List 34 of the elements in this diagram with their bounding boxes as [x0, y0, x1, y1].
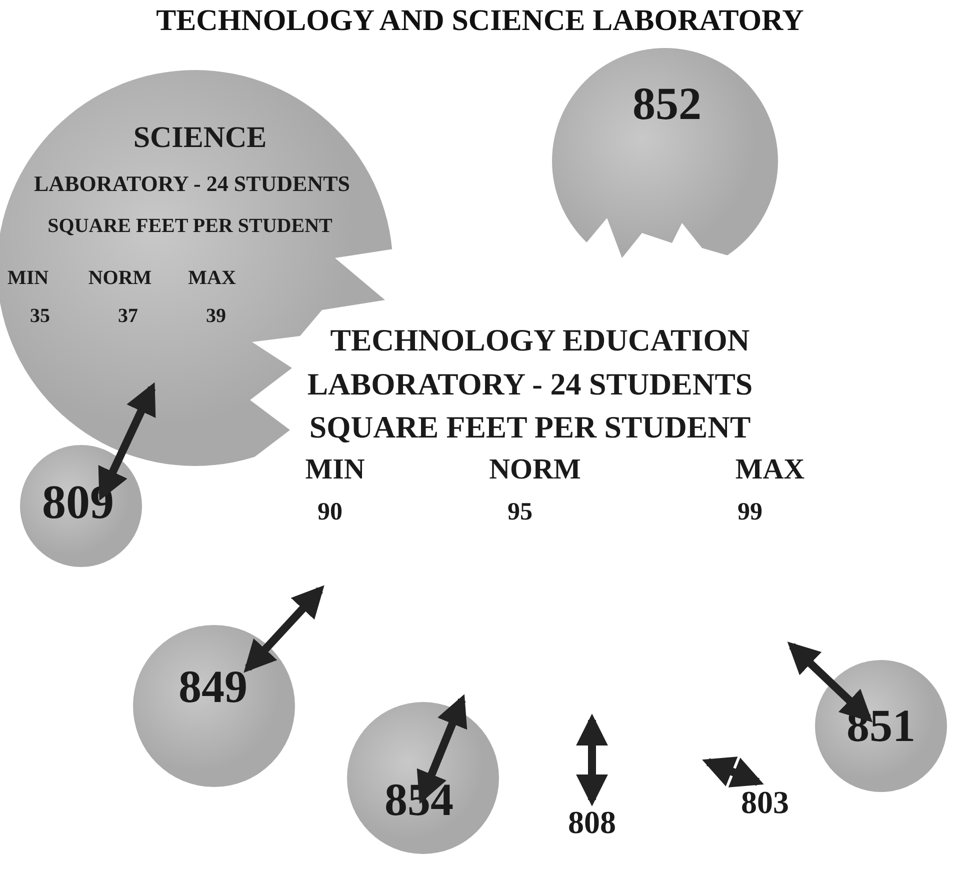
label-text: SQUARE FEET PER STUDENT: [309, 412, 751, 442]
label-text: 90: [318, 500, 342, 524]
label-text: MIN: [7, 268, 49, 288]
circle-region: [133, 625, 295, 787]
label-text: 809: [42, 479, 114, 527]
label-text: SQUARE FEET PER STUDENT: [48, 216, 332, 236]
circle-region: [347, 702, 499, 854]
label-text: 39: [206, 306, 226, 326]
label-text: 99: [738, 500, 762, 524]
label-text: MAX: [735, 456, 805, 484]
circle-region: [815, 660, 947, 792]
double-arrow: [416, 694, 468, 804]
label-text: 852: [632, 81, 702, 127]
double-arrow: [98, 382, 156, 501]
double-arrow: [702, 756, 764, 788]
title: TECHNOLOGY AND SCIENCE LABORATORY: [155, 4, 805, 38]
label-text: 849: [178, 664, 248, 710]
double-arrow: [576, 714, 608, 806]
label-text: 37: [118, 306, 138, 326]
label-text: 35: [30, 306, 50, 326]
label-text: MAX: [188, 268, 236, 288]
label-text: SCIENCE: [133, 123, 267, 153]
label-text: 808: [568, 806, 616, 838]
label-text: NORM: [88, 268, 152, 288]
double-arrow: [244, 585, 324, 673]
label-text: 803: [741, 786, 789, 818]
label-text: LABORATORY - 24 STUDENTS: [34, 173, 350, 195]
label-text: 95: [508, 500, 532, 524]
label-text: NORM: [489, 456, 581, 484]
label-text: MIN: [305, 456, 365, 484]
label-text: LABORATORY - 24 STUDENTS: [307, 368, 753, 400]
circle-region: [20, 445, 142, 567]
double-arrow: [787, 642, 873, 722]
label-text: TECHNOLOGY EDUCATION: [330, 324, 750, 356]
